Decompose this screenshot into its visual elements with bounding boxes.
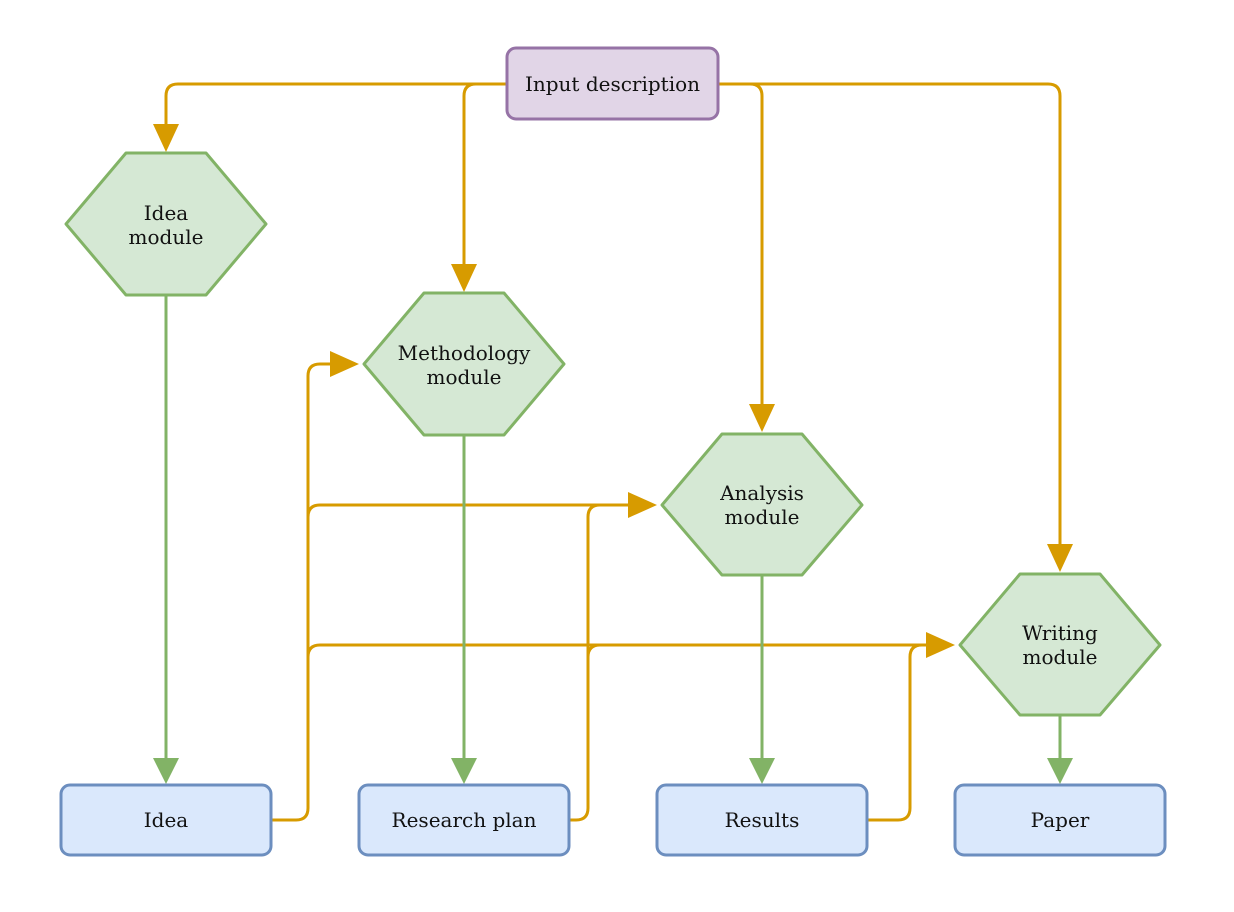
edge-input-to-analysis-module <box>716 82 764 408</box>
orange-arrowheads <box>153 124 1073 658</box>
research-plan-output-node: Research plan <box>357 783 571 857</box>
research-plan-output-box <box>357 783 571 857</box>
green-connectors <box>164 293 1062 764</box>
idea-output-node: Idea <box>59 783 273 857</box>
edge-research-plan-to-writing <box>586 643 602 659</box>
edge-research-plan-to-analysis <box>567 503 602 822</box>
arrowhead-research-plan <box>451 758 477 784</box>
input-description-box <box>505 46 720 121</box>
edge-idea-to-methodology <box>269 362 336 822</box>
edge-idea-to-analysis <box>306 503 634 519</box>
results-output-box <box>655 783 869 857</box>
idea-module-label-line1: Idea <box>144 201 189 225</box>
edge-input-to-idea-module <box>164 82 509 128</box>
arrowhead-analysis-module-top <box>749 404 775 432</box>
arrowhead-idea-module <box>153 124 179 152</box>
idea-module-shape <box>64 151 268 297</box>
results-output-node: Results <box>655 783 869 857</box>
idea-output-box <box>59 783 273 857</box>
writing-module-node: Writing module <box>958 572 1162 717</box>
analysis-module-node: Analysis module <box>660 432 864 577</box>
arrowhead-paper <box>1047 758 1073 784</box>
arrowhead-idea <box>153 758 179 784</box>
analysis-module-label-line2: module <box>725 505 800 529</box>
analysis-module-label-line1: Analysis <box>719 481 804 505</box>
green-arrowheads <box>153 758 1073 784</box>
analysis-module-shape <box>660 432 864 577</box>
edge-idea-to-writing <box>306 643 932 659</box>
orange-connectors <box>164 82 1062 822</box>
methodology-module-label-line1: Methodology <box>398 341 531 365</box>
results-output-label: Results <box>725 808 800 832</box>
paper-output-box <box>953 783 1167 857</box>
input-description-node: Input description <box>505 46 720 121</box>
paper-output-label: Paper <box>1031 808 1090 832</box>
arrowhead-analysis-module-left <box>628 492 657 518</box>
methodology-module-shape <box>362 291 566 437</box>
arrowhead-methodology-module-left <box>330 351 359 377</box>
input-description-label: Input description <box>525 72 700 96</box>
edge-input-to-methodology-module <box>462 82 509 268</box>
edge-input-to-writing-module <box>716 82 1062 548</box>
methodology-module-label-line2: module <box>427 365 502 389</box>
arrowhead-results <box>749 758 775 784</box>
idea-module-label-line2: module <box>129 225 204 249</box>
idea-output-label: Idea <box>144 808 189 832</box>
arrowhead-writing-module-top <box>1047 544 1073 572</box>
arrowhead-writing-module-left <box>926 632 955 658</box>
methodology-module-node: Methodology module <box>362 291 566 437</box>
writing-module-label-line1: Writing <box>1022 621 1098 645</box>
research-plan-output-label: Research plan <box>392 808 537 832</box>
idea-module-node: Idea module <box>64 151 268 297</box>
edge-results-to-writing <box>865 643 924 822</box>
paper-output-node: Paper <box>953 783 1167 857</box>
writing-module-shape <box>958 572 1162 717</box>
arrowhead-methodology-module-top <box>451 264 477 292</box>
writing-module-label-line2: module <box>1023 645 1098 669</box>
